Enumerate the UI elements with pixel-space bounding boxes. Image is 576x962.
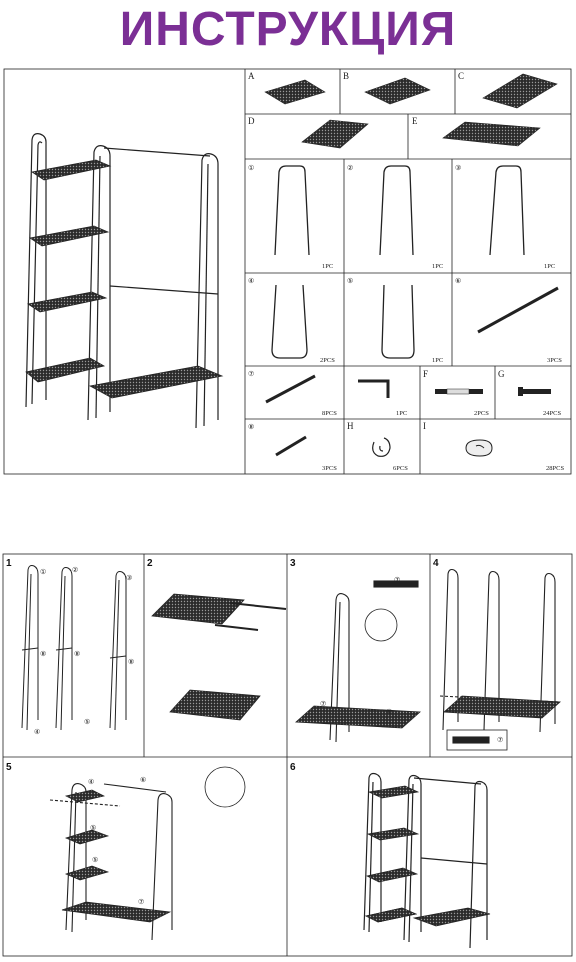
- part-b-shelf-panel: [364, 77, 431, 105]
- rack-overview-illustration: [25, 133, 219, 429]
- part-f-qty: 2PCS: [474, 410, 489, 417]
- step-5-shelves: [61, 789, 172, 923]
- part-g-bolt-icon: [518, 387, 551, 396]
- step-3-callout-6: ⑥: [386, 708, 392, 716]
- step-2-illustration: [151, 593, 287, 721]
- part-a-label: A: [248, 71, 255, 81]
- part-h-label: H: [347, 421, 354, 431]
- part-2-label: ②: [347, 164, 353, 172]
- part-8-qty: 3PCS: [322, 465, 337, 472]
- page-title: ИНСТРУКЦИЯ: [119, 2, 457, 56]
- part-c-label: C: [458, 71, 464, 81]
- part-2-frame: [379, 165, 414, 256]
- step-4-number: 4: [433, 558, 439, 569]
- part-g-qty: 24PCS: [543, 410, 561, 417]
- part-4-label: ④: [248, 277, 254, 285]
- step-1-illustration: [21, 565, 127, 731]
- step-1-callout-3: ③: [126, 574, 132, 582]
- allen-wrench-icon: [358, 379, 390, 398]
- part-d-shelf-panel: [301, 119, 369, 149]
- step-5-number: 5: [6, 762, 12, 773]
- part-g-label: G: [498, 369, 505, 379]
- part-i-qty: 28PCS: [546, 465, 564, 472]
- part-i-cap-icon: [465, 439, 493, 457]
- part-b-label: B: [343, 71, 349, 81]
- part-5-u-frame: [381, 284, 415, 359]
- step-1-callout-8b: ⑧: [74, 650, 80, 658]
- steps-section: [2, 553, 573, 957]
- part-1-frame: [274, 165, 310, 256]
- part-5-label: ⑤: [347, 277, 353, 285]
- part-f-label: F: [423, 369, 428, 379]
- step-5-callout-c: ⑤: [92, 856, 98, 864]
- part-5-qty: 1PC: [432, 357, 443, 364]
- part-2-qty: 1PC: [432, 263, 443, 270]
- part-d-label: D: [248, 116, 255, 126]
- step-4-shelf: [443, 695, 561, 719]
- part-8-tube: [275, 435, 307, 457]
- part-e-label: E: [412, 116, 418, 126]
- overview-shelves: [25, 159, 224, 399]
- part-7-label: ⑦: [248, 370, 254, 378]
- step-5-callout-6: ⑥: [140, 776, 146, 784]
- part-6-label: ⑥: [455, 277, 461, 285]
- part-h-qty: 6PCS: [393, 465, 408, 472]
- part-8-label: ⑧: [248, 423, 254, 431]
- part-4-u-frame: [271, 284, 308, 359]
- part-a-shelf-panel: [264, 79, 326, 105]
- step-3-callout-g: ⑦: [394, 576, 400, 584]
- part-3-qty: 1PC: [544, 263, 555, 270]
- step-4-callout-g: ⑦: [497, 736, 503, 744]
- part-6-qty: 3PCS: [547, 357, 562, 364]
- part-i-label: I: [423, 421, 426, 431]
- part-3-label: ③: [455, 164, 461, 172]
- step-6-shelves: [364, 785, 491, 927]
- step-1-callout-4: ④: [34, 728, 40, 736]
- step-1-callout-2: ②: [72, 566, 78, 574]
- step-6-number: 6: [290, 762, 296, 773]
- part-7-qty: 8PCS: [322, 410, 337, 417]
- step-5-callout-a: ④: [88, 778, 94, 786]
- step-3-shelf: [295, 705, 421, 729]
- step-1-callout-5: ⑤: [84, 718, 90, 726]
- step-4-illustration: [439, 568, 561, 751]
- step-3-callout-7: ⑦: [320, 700, 326, 708]
- step-1-callout-8a: ⑧: [40, 650, 46, 658]
- part-4-qty: 2PCS: [320, 357, 335, 364]
- part-e-shelf-panel: [442, 121, 541, 147]
- step-1-number: 1: [6, 558, 12, 569]
- step-5-callout-e: ⑦: [138, 898, 144, 906]
- part-h-clip-icon: [372, 437, 391, 457]
- part-6-bar: [477, 286, 559, 334]
- part-1-qty: 1PC: [322, 263, 333, 270]
- part-1-label: ①: [248, 164, 254, 172]
- step-3-number: 3: [290, 558, 296, 569]
- step-1-callout-1: ①: [40, 568, 46, 576]
- part-f-connector: [435, 388, 483, 395]
- step-5-callout-b: ⑤: [90, 824, 96, 832]
- part-7-tube: [265, 374, 316, 404]
- parts-section: [3, 68, 572, 475]
- part-c-shelf-panel: [482, 73, 558, 109]
- step-1-callout-8c: ⑧: [128, 658, 134, 666]
- step-2-number: 2: [147, 558, 153, 569]
- wrench-qty: 1PC: [396, 410, 407, 417]
- part-3-frame: [489, 165, 525, 256]
- step-6-illustration: [363, 772, 488, 949]
